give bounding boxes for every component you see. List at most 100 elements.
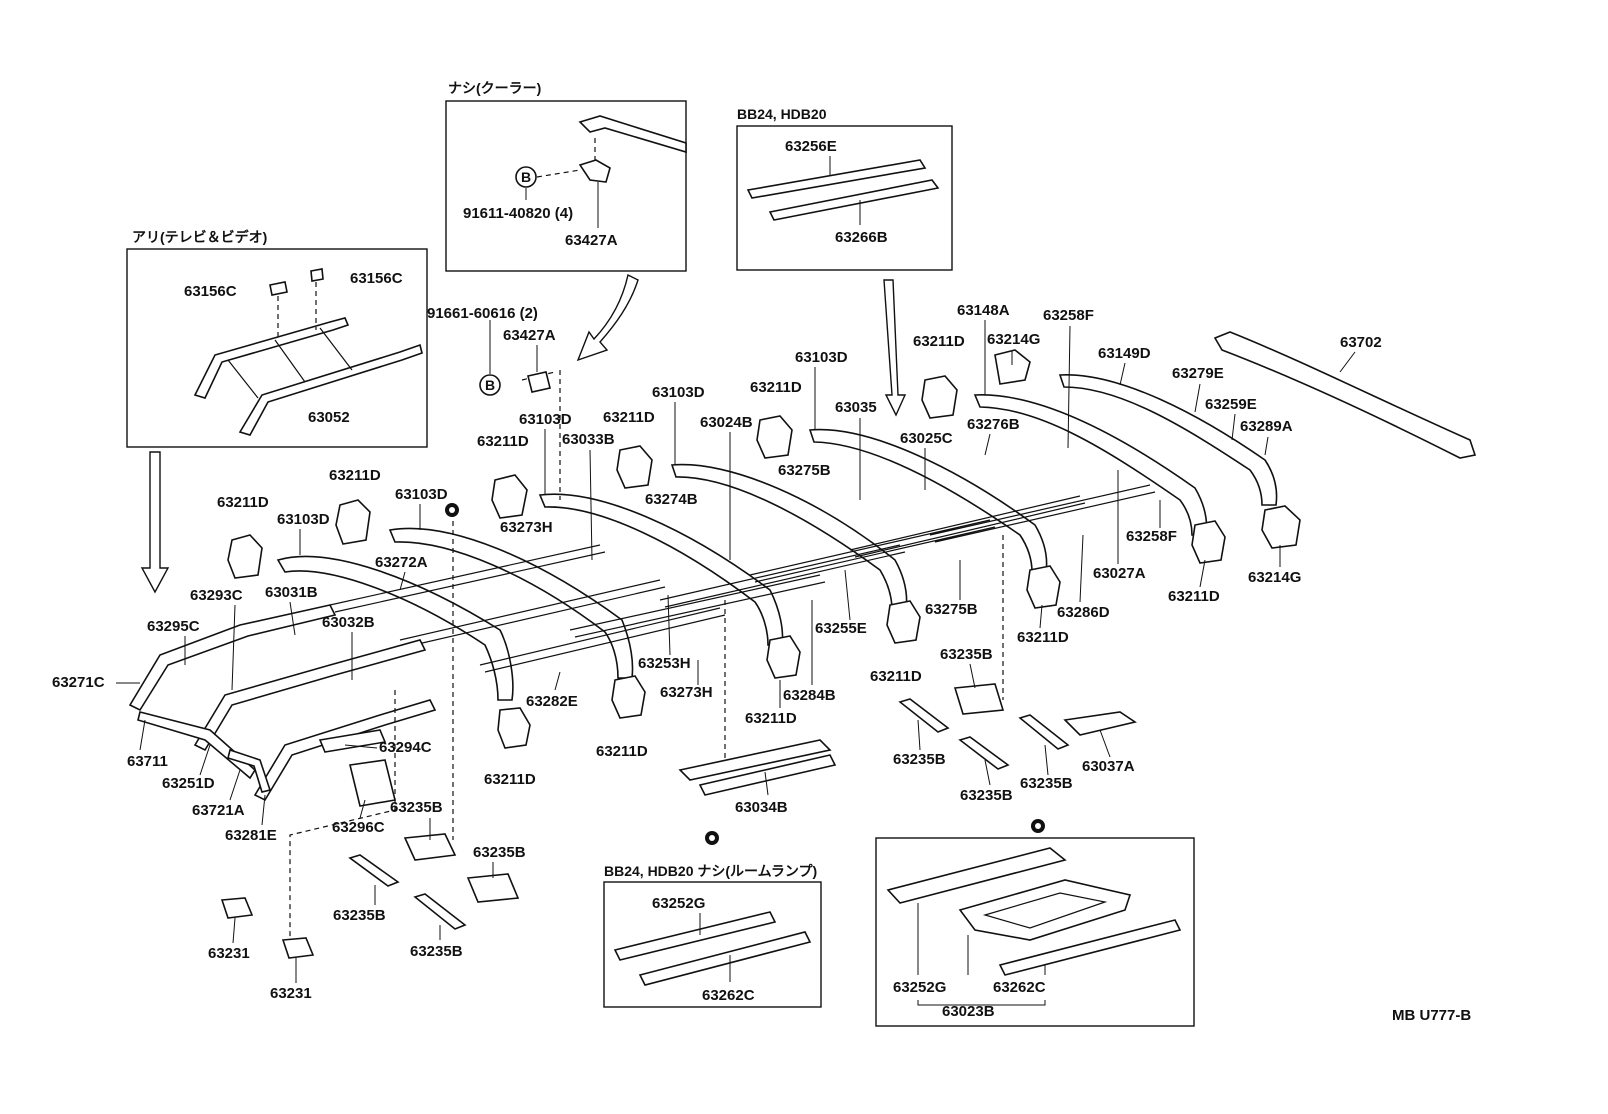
label-63156c-left: 63156C [184, 283, 237, 300]
label-63235b-4: 63235B [410, 943, 463, 960]
rail-63266b [768, 179, 940, 221]
cooler-bracket [578, 159, 611, 183]
label-63262c-lamp: 63262C [702, 987, 755, 1004]
panel-cooler-title: ナシ(クーラー) [448, 80, 541, 96]
label-63258f-2: 63258F [1126, 528, 1177, 545]
label-63025c: 63025C [900, 430, 953, 447]
label-63259e: 63259E [1205, 396, 1257, 413]
label-63211d-12: 63211D [1168, 588, 1220, 605]
panel-bb24-room-lamp: BB24, HDB20 ナシ(ルームランプ) 63252G 63262C [603, 863, 822, 1008]
label-63024b: 63024B [700, 414, 753, 431]
dashed-guides [289, 370, 1004, 940]
label-63103d-3: 63103D [519, 411, 572, 428]
callout-b-text: B [521, 169, 531, 185]
label-63214g-2: 63214G [1248, 569, 1301, 586]
label-63211d-8: 63211D [596, 743, 648, 760]
label-63235b-5: 63235B [940, 646, 993, 663]
label-63052: 63052 [308, 409, 350, 426]
panel-bb24-room-lamp-title: BB24, HDB20 ナシ(ルームランプ) [604, 863, 817, 879]
label-63214g-top: 63214G [987, 331, 1040, 348]
label-63235b-3: 63235B [333, 907, 386, 924]
label-63266b: 63266B [835, 229, 888, 246]
arrow-cooler-panel [576, 273, 639, 362]
bracket-63427a [527, 371, 551, 393]
label-63235b-1: 63235B [390, 799, 443, 816]
label-63033b: 63033B [562, 431, 615, 448]
label-63286d: 63286D [1057, 604, 1110, 621]
diagram-code: MB U777-B [1392, 1007, 1471, 1024]
label-63149d: 63149D [1098, 345, 1151, 362]
label-63258f-top: 63258F [1043, 307, 1094, 324]
label-63211d-3: 63211D [603, 409, 655, 426]
label-63235b-8: 63235B [1020, 775, 1073, 792]
marker-dots [445, 503, 1045, 845]
tv-bracket-frame [193, 268, 423, 436]
label-91661: 91661-60616 (2) [427, 305, 538, 322]
label-63211d-top: 63211D [913, 333, 965, 350]
label-63211d-10: 63211D [870, 668, 922, 685]
label-63211d-7: 63211D [484, 771, 536, 788]
label-63252g-lamp: 63252G [652, 895, 705, 912]
label-63296c: 63296C [332, 819, 385, 836]
label-63211d-6: 63211D [217, 494, 269, 511]
label-63293c: 63293C [190, 587, 243, 604]
brackets-63211d [227, 349, 1301, 749]
label-63103d-2: 63103D [652, 384, 705, 401]
label-63271c: 63271C [52, 674, 105, 691]
label-63035: 63035 [835, 399, 877, 416]
label-63211d-4: 63211D [477, 433, 529, 450]
label-63251d: 63251D [162, 775, 215, 792]
label-63272a: 63272A [375, 554, 428, 571]
label-63103d-5: 63103D [277, 511, 330, 528]
label-63023b: 63023B [942, 1003, 995, 1020]
label-63211d-5: 63211D [329, 467, 381, 484]
label-63276b: 63276B [967, 416, 1020, 433]
label-63289a: 63289A [1240, 418, 1293, 435]
label-63211d-11: 63211D [1017, 629, 1069, 646]
cooler-rail [578, 115, 687, 154]
label-63211d-9: 63211D [745, 710, 797, 727]
label-63282e: 63282E [526, 693, 578, 710]
label-63427a: 63427A [503, 327, 556, 344]
panel-bb24-top-title: BB24, HDB20 [737, 106, 827, 122]
front-frame [128, 604, 437, 802]
label-63295c: 63295C [147, 618, 200, 635]
callout-b-circle [515, 166, 537, 188]
label-91611: 91611-40820 (4) [463, 205, 573, 222]
roof-cross-members [329, 484, 1156, 673]
label-63034b: 63034B [735, 799, 788, 816]
label-63702: 63702 [1340, 334, 1382, 351]
label-63294c: 63294C [379, 739, 432, 756]
label-63037a: 63037A [1082, 758, 1135, 775]
label-63275b-1: 63275B [778, 462, 831, 479]
label-63256e: 63256E [785, 138, 837, 155]
panel-tv-video-title: アリ(テレビ＆ビデオ) [132, 229, 267, 245]
callout-b-main-text: B [485, 377, 495, 393]
arrow-bb24-top-panel [883, 279, 907, 417]
arrow-tv-panel [140, 451, 170, 594]
label-63284b: 63284B [783, 687, 836, 704]
label-63262c-br: 63262C [993, 979, 1046, 996]
label-63231-1: 63231 [208, 945, 250, 962]
label-63235b-6: 63235B [893, 751, 946, 768]
label-63711: 63711 [127, 753, 168, 770]
rail-63702 [1213, 331, 1477, 459]
label-63255e: 63255E [815, 620, 867, 637]
label-63235b-7: 63235B [960, 787, 1013, 804]
roof-bows [276, 331, 1477, 701]
rail-63256e [746, 159, 927, 199]
label-63279e: 63279E [1172, 365, 1224, 382]
label-63156c-right: 63156C [350, 270, 403, 287]
label-63231-2: 63231 [270, 985, 312, 1002]
label-63235b-2: 63235B [473, 844, 526, 861]
label-63103d-1: 63103D [795, 349, 848, 366]
label-63273h-1: 63273H [500, 519, 553, 536]
small-plates [220, 683, 1137, 959]
callout-b-main-circle [479, 374, 501, 396]
label-63273h-2: 63273H [660, 684, 713, 701]
leader-lines [116, 320, 1356, 983]
panel-bottom-right: 63252G 63262C 63023B [875, 837, 1195, 1027]
label-63721a: 63721A [192, 802, 245, 819]
